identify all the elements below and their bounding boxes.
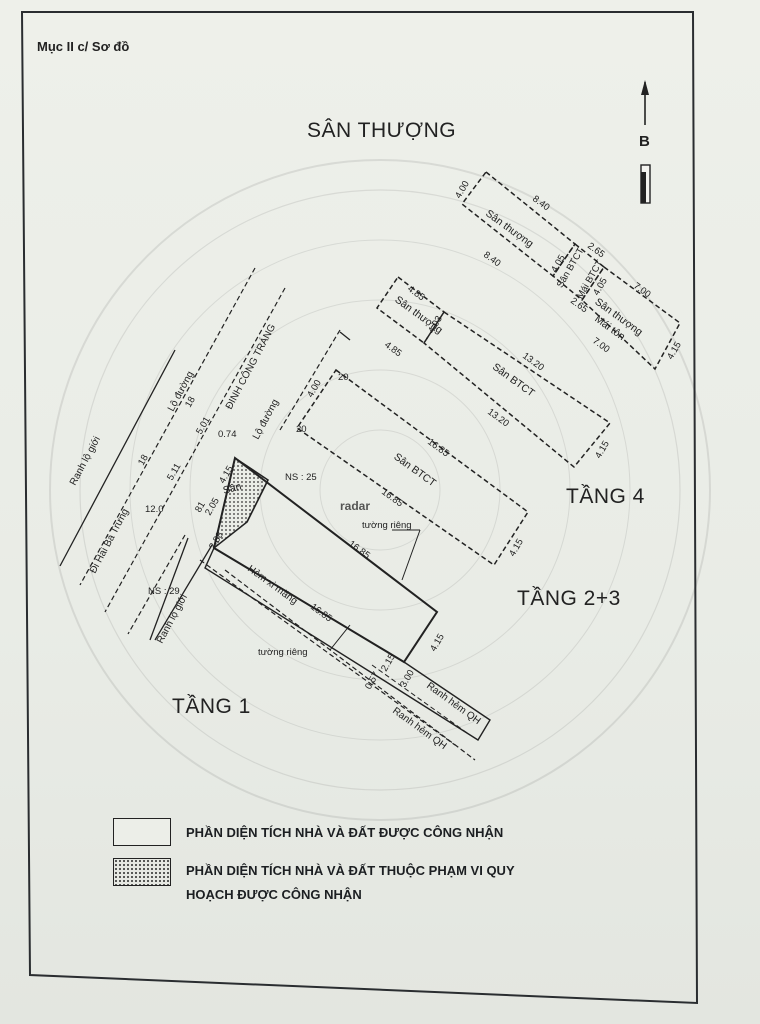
floor4-main-label: Sân BTCT: [490, 361, 537, 400]
floor1-dim-w8: 2.15: [379, 652, 398, 674]
floor1-dim-s3: 81: [193, 500, 208, 515]
floor4-title: TẦNG 4: [566, 485, 645, 508]
floor23-title: TẦNG 2+3: [517, 587, 621, 610]
roof-title: SÂN THƯỢNG: [307, 119, 456, 142]
floor1-alley-boundary2: Ranh hẻm QH: [390, 706, 448, 752]
legend-recognized-swatch: [113, 818, 171, 846]
floor1-title: TẦNG 1: [172, 695, 251, 718]
floor1-road4: Đi Hai Bà Trưng: [88, 507, 131, 575]
roof-dim-right-bottom: 7.00: [590, 336, 611, 356]
floor1-dim-s1: 18: [183, 395, 198, 410]
floor1-dim-top: 16.85: [346, 539, 372, 562]
roof-dim-left: 4.00: [453, 179, 472, 201]
floor1-dim-s2: 18: [136, 453, 151, 468]
legend-planning-swatch: [113, 858, 171, 886]
document-frame: [20, 11, 699, 1005]
floor1-alley-boundary1: Ranh hẻm QH: [424, 681, 482, 727]
roof-plan: [460, 170, 681, 371]
floor23-dim-corner2: 20: [296, 424, 307, 435]
floor4-dim-bottom: 13.20: [485, 407, 511, 430]
floor1-ns-left: NS : 29: [148, 586, 180, 597]
legend-planning-text-line2: HOẠCH ĐƯỢC CÔNG NHẬN: [186, 887, 362, 902]
roof-dim-right-side: 4.15: [665, 340, 684, 362]
floor1-boundary2: Ranh lộ giới: [155, 593, 190, 646]
floor1-dim-w2: 0.74: [218, 429, 237, 440]
floor1-yard-label: Sân: [222, 480, 243, 496]
legend-recognized-text: PHẦN DIỆN TÍCH NHÀ VÀ ĐẤT ĐƯỢC CÔNG NHẬN: [186, 825, 504, 840]
floor4-dim-b: 4.85: [382, 340, 403, 360]
roof-dim-mid-top: 2.65: [585, 241, 606, 261]
floor1-dim-side: 4.15: [428, 632, 447, 654]
floor1-ns-right: NS : 25: [285, 472, 317, 483]
floor4-dim-top: 13.20: [520, 351, 546, 374]
floor23-dim-left: 4.00: [305, 378, 324, 400]
floor1-boundary1: Ranh lộ giới: [68, 435, 103, 488]
section-heading: Mục II c/ Sơ đồ: [37, 39, 129, 54]
legend-planning-text-line1: PHẦN DIỆN TÍCH NHÀ VÀ ĐẤT THUỘC PHẠM VI …: [186, 863, 515, 878]
floor23-dim-bottom: 16.85: [379, 487, 405, 510]
north-arrow-icon: [640, 80, 651, 204]
roof-dim-top: 8.40: [530, 194, 551, 214]
watermark-text: radar: [340, 499, 370, 513]
floor1-dim-w3: 5.11: [165, 462, 183, 483]
floor1-dim-w1: 5.01: [194, 415, 213, 437]
roof-dim-mid-bottom: 2.65: [568, 296, 589, 316]
floor1-plan: [59, 267, 491, 761]
roof-dim-right-top: 7.00: [631, 281, 652, 301]
floor1-dim-w9: 3.00: [398, 668, 417, 690]
floor1-wall-label-bottom: tường riêng: [258, 647, 308, 658]
floor1-road2: ĐINH CÔNG TRÁNG: [222, 321, 278, 411]
north-label: B: [639, 133, 650, 150]
floor23-main-label: Sân BTCT: [391, 451, 438, 490]
floor1-dim-w4: 12.0: [145, 504, 164, 515]
floor1-road3: Lộ đường: [251, 398, 281, 442]
floor23-dim-corner1: 20: [338, 372, 349, 383]
floor1-wall-label: tường riêng: [362, 520, 412, 531]
floor1-dim-alley: 16.85: [308, 602, 334, 625]
floor1-dim-w10: 0.57: [363, 670, 382, 692]
floor4-dim-side: 4.15: [593, 439, 612, 461]
floor4-plan: [375, 275, 612, 469]
